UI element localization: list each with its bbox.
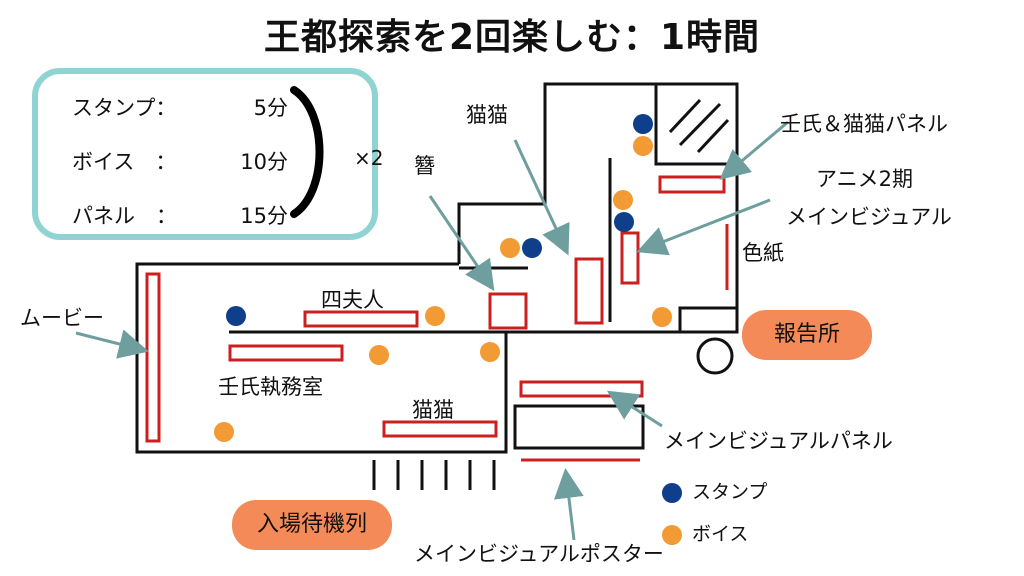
arrow-kanzashi	[428, 195, 495, 291]
time-row-value: 5分	[253, 96, 288, 120]
panel-main-visual	[519, 380, 644, 398]
hatch-glass-icon	[668, 98, 730, 154]
stamp-dot-icon	[662, 482, 682, 503]
bracket-right	[290, 86, 324, 218]
time-row-label: スタンプ：	[72, 96, 177, 120]
time-row-value: 10分	[240, 150, 288, 174]
panel-shifujin	[303, 310, 419, 328]
time-row-label: ボイス ：	[72, 150, 177, 174]
voice-dot	[425, 306, 445, 326]
voice-dots	[214, 136, 672, 442]
label-main-visual-poster: メインビジュアルポスター	[414, 542, 664, 566]
arrows	[75, 120, 789, 541]
panel-movie	[145, 272, 161, 443]
label-maomao-bottom: 猫猫	[412, 398, 454, 422]
time-row-voice: ボイス ： 10分	[72, 146, 288, 176]
arrow-movie	[75, 329, 149, 359]
label-maomao-top: 猫猫	[466, 103, 508, 127]
panel-jinshi-maomao	[658, 175, 726, 194]
label-main-visual-panel: メインビジュアルパネル	[664, 429, 893, 453]
page-title: 王都探索を2回楽しむ：1時間	[263, 17, 761, 58]
label-shifujin: 四夫人	[321, 288, 384, 312]
voice-dot-icon	[662, 524, 682, 545]
panel-anime-s2	[620, 231, 640, 285]
label-anime-s2-line2: メインビジュアル	[786, 205, 952, 229]
stamp-dot	[522, 238, 542, 258]
walls	[135, 82, 739, 490]
label-shikishi: 色紙	[742, 241, 784, 265]
time-row-label: パネル ：	[72, 204, 177, 228]
panel-maomao-top	[574, 257, 604, 325]
voice-dot	[369, 345, 389, 365]
stamp-dot	[614, 212, 634, 232]
time-row-stamp: スタンプ： 5分	[72, 92, 288, 122]
stamp-dot	[226, 306, 246, 326]
arrow-jinshi-maomao	[719, 120, 789, 180]
label-jinshi-maomao-panel: 壬氏＆猫猫パネル	[780, 112, 948, 136]
queue-badge: 入場待機列	[232, 500, 392, 550]
voice-dot	[480, 342, 500, 362]
stamp-dot	[633, 114, 653, 134]
panel-jinshi-office	[228, 344, 344, 362]
label-jinshi-office: 壬氏執務室	[218, 375, 323, 399]
legend-stamp: スタンプ	[662, 477, 767, 504]
stamp-dots	[226, 114, 653, 326]
panel-maomao-bottom	[382, 420, 498, 438]
time-row-value: 15分	[240, 204, 288, 228]
label-kanzashi: 簪	[414, 154, 435, 178]
voice-dot	[500, 238, 520, 258]
label-anime-s2-line1: アニメ2期	[816, 167, 913, 191]
arrow-maomao-top	[513, 139, 570, 256]
legend-voice: ボイス	[662, 519, 748, 546]
multiplier: ×2	[354, 146, 384, 170]
voice-dot	[613, 190, 633, 210]
voice-dot	[214, 422, 234, 442]
arrow-main-visual-poster	[553, 468, 584, 541]
time-row-panel: パネル ： 15分	[72, 200, 288, 230]
label-movie: ムービー	[20, 306, 104, 330]
voice-dot	[633, 136, 653, 156]
time-summary-box: スタンプ： 5分 ボイス ： 10分 パネル ： 15分 ×2	[32, 68, 383, 240]
voice-dot	[652, 307, 672, 327]
report-desk-badge: 報告所	[742, 310, 872, 360]
panel-kanzashi	[488, 292, 528, 330]
arrow-main-visual	[606, 390, 663, 428]
legend-stamp-label: スタンプ	[692, 481, 768, 503]
arrow-anime-s2	[636, 198, 771, 256]
legend-voice-label: ボイス	[692, 523, 749, 545]
